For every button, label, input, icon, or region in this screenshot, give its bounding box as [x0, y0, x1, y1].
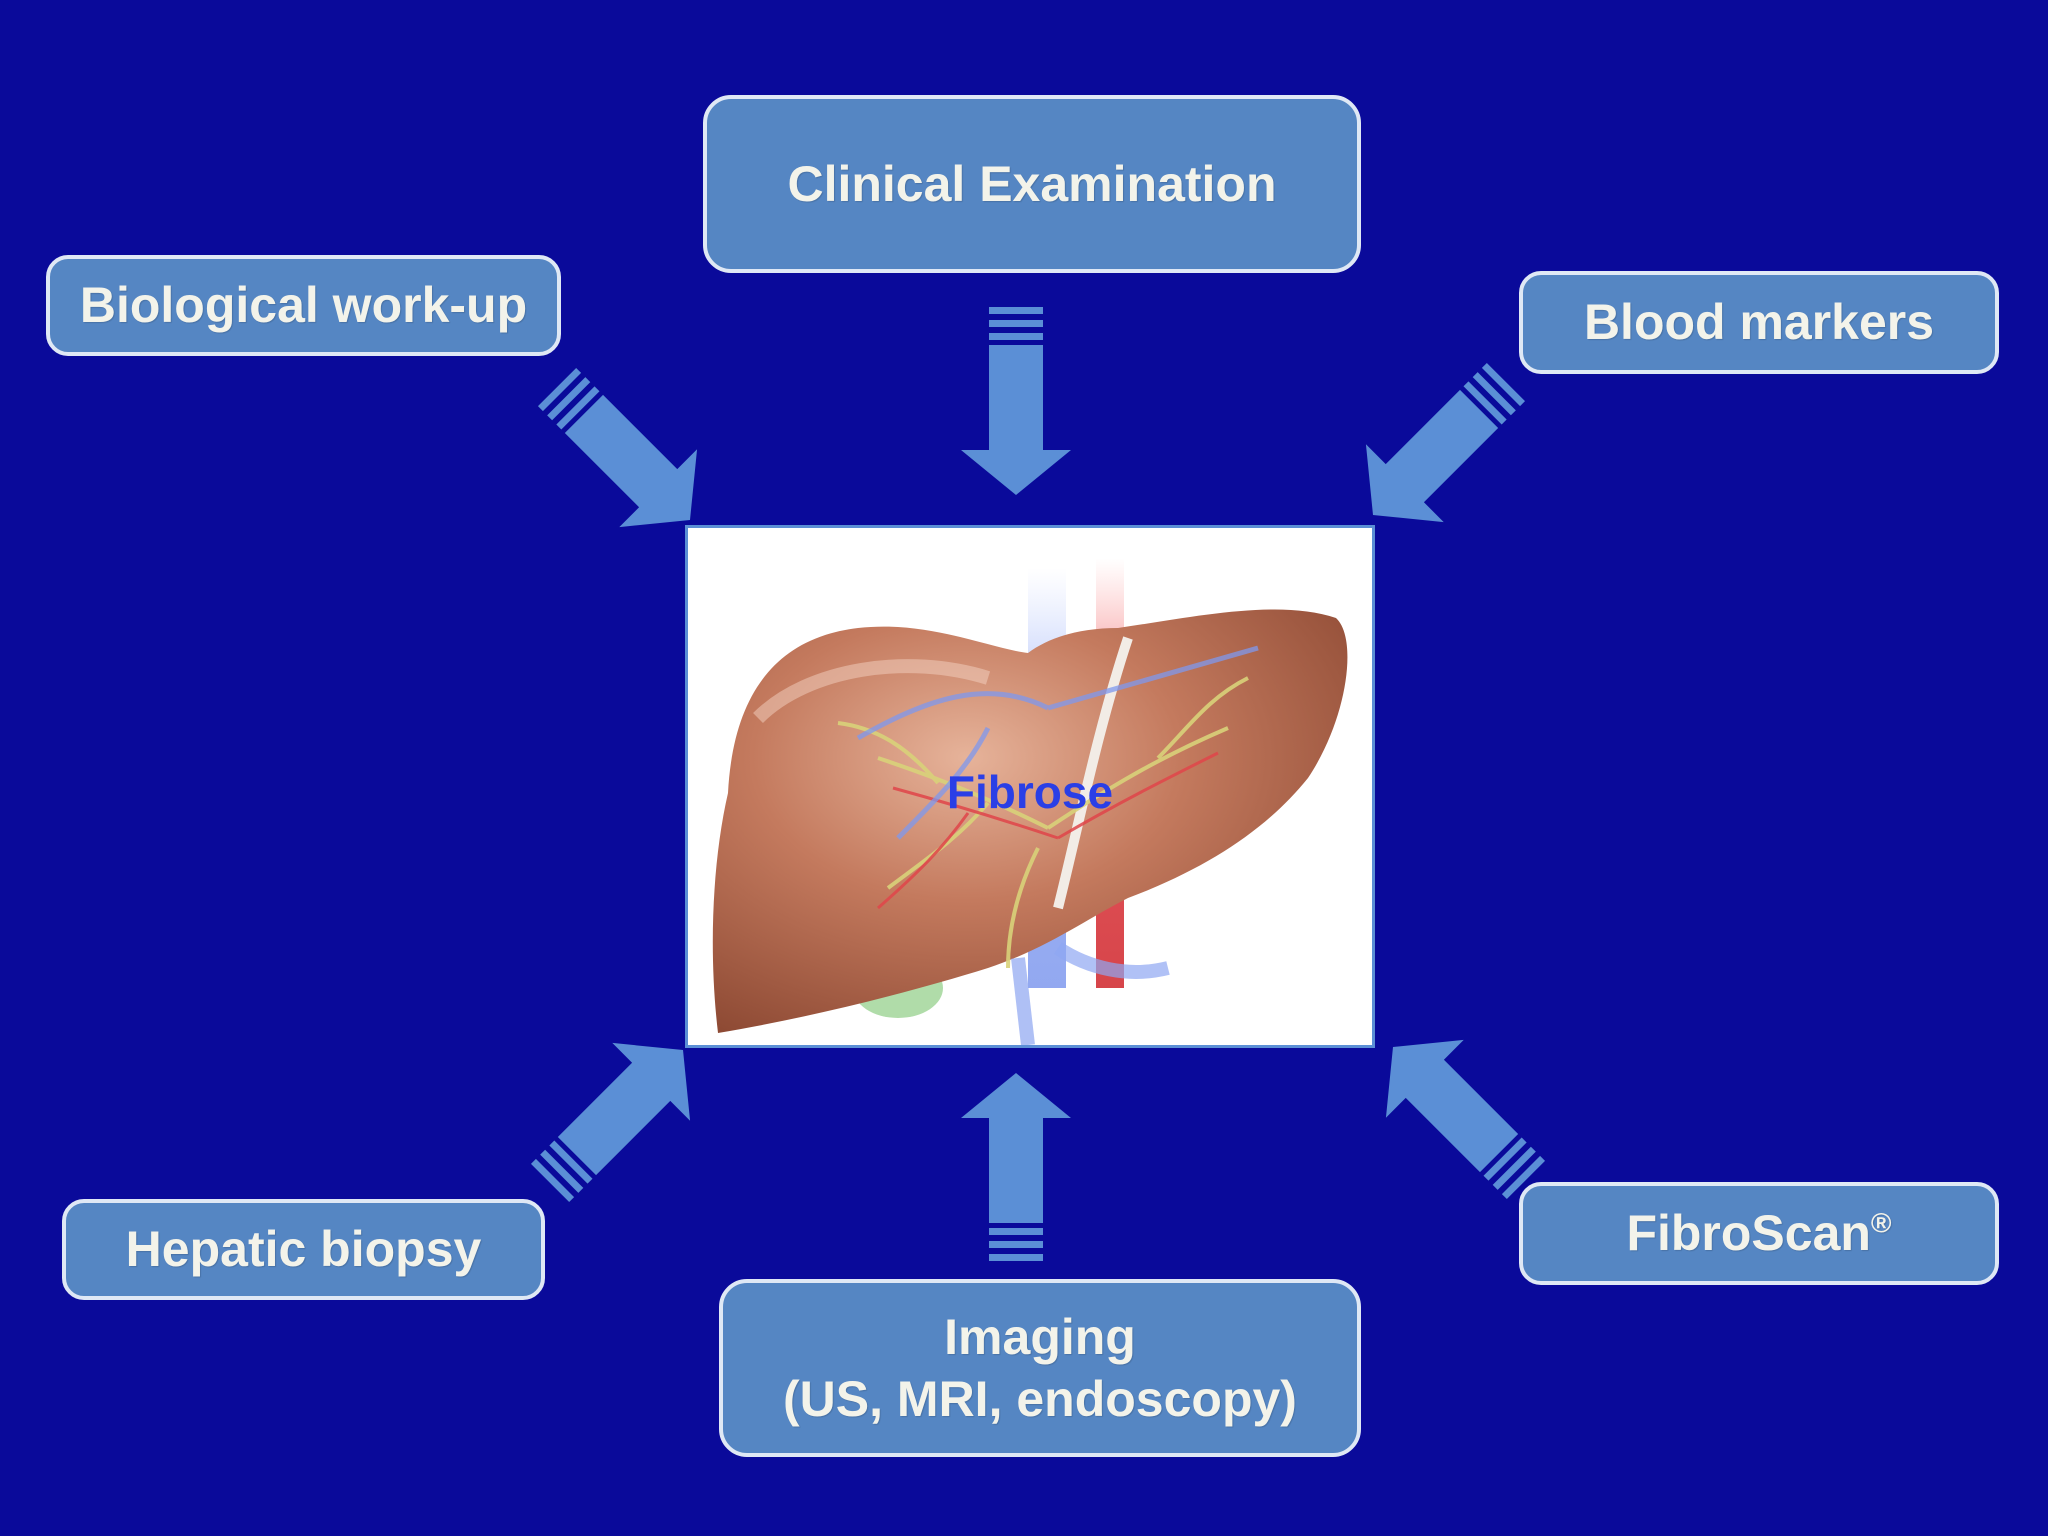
arrow-imaging	[961, 1073, 1071, 1261]
imaging-label-line2: (US, MRI, endoscopy)	[783, 1371, 1297, 1427]
hepatic-biopsy-label: Hepatic biopsy	[125, 1221, 482, 1278]
blood-markers-label: Blood markers	[1583, 294, 1935, 351]
liver-illustration	[712, 558, 1348, 1045]
clinical-examination-box: Clinical Examination	[703, 95, 1361, 273]
fibrose-label: Fibrose	[946, 766, 1114, 818]
fibroscan-label: FibroScan®	[1626, 1202, 1891, 1265]
blood-markers-box: Blood markers	[1519, 271, 1999, 374]
fibroscan-box: FibroScan®	[1519, 1182, 1999, 1285]
arrow-blood	[1334, 343, 1545, 554]
liver-panel: Fibrose	[685, 525, 1375, 1048]
arrow-clinical	[961, 307, 1071, 495]
fibroscan-text: FibroScan	[1626, 1205, 1871, 1262]
biological-workup-box: Biological work-up	[46, 255, 561, 356]
clinical-examination-label: Clinical Examination	[787, 155, 1277, 212]
imaging-box: Imaging (US, MRI, endoscopy)	[719, 1279, 1361, 1457]
biological-workup-label: Biological work-up	[79, 277, 528, 334]
imaging-label-line1: Imaging	[944, 1308, 1136, 1365]
hepatic-biopsy-box: Hepatic biopsy	[62, 1199, 545, 1300]
registered-mark: ®	[1870, 1207, 1892, 1239]
